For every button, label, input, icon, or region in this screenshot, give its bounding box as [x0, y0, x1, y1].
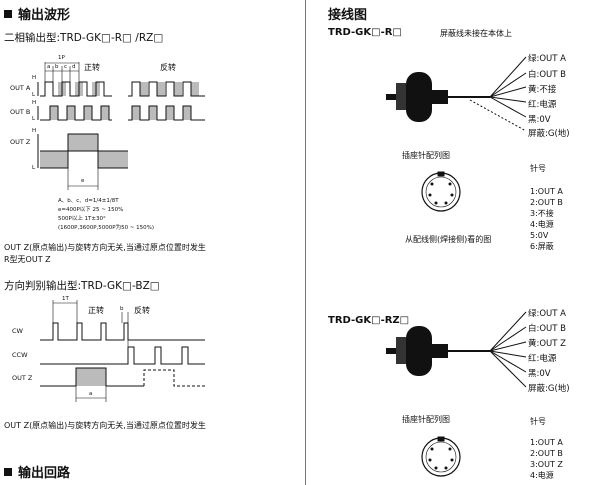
forward-label: 正转	[84, 63, 100, 72]
section-title-output-waveform: 输出波形	[4, 4, 70, 23]
square-bullet-icon	[4, 10, 12, 18]
l-label-a: L	[32, 92, 36, 98]
encoder-body-rz-icon	[386, 311, 527, 388]
abcd-a: a	[47, 64, 51, 70]
pin-r-6: 6:屏蔽	[530, 242, 554, 251]
wire-rz-1: 绿:OUT A	[528, 309, 566, 319]
dir-reverse-label: 反转	[134, 306, 150, 315]
wire-r-4: 红:电源	[528, 100, 557, 110]
abcd-b: b	[55, 64, 59, 70]
direction-heading: 方向判别输出型:TRD-GK□-BZ□	[4, 280, 160, 292]
b-label: b	[120, 306, 124, 312]
note-line-3: 500P以上 1T±30°	[58, 216, 106, 222]
pin-rz-list: 1:OUT A 2:OUT B 3:OUT Z 4:电源	[530, 437, 563, 481]
channel-out-a: OUT A	[10, 84, 31, 92]
channel-out-z-dir: OUT Z	[12, 374, 33, 382]
wire-r-6: 屏蔽:G(地)	[528, 129, 570, 139]
socket-rz-title: 插座针配列图	[402, 415, 450, 424]
two-phase-waveform-diagram	[37, 62, 205, 190]
wire-r-1: 绿:OUT A	[528, 54, 566, 64]
encoder-body-r-icon	[386, 56, 527, 132]
abcd-d: d	[72, 64, 76, 70]
dir-forward-label: 正转	[88, 306, 104, 315]
h-label-a: H	[32, 75, 37, 81]
a-label: a	[89, 391, 93, 397]
shield-note: 屏蔽线未接在本体上	[440, 29, 512, 38]
pin-rz-2: 2:OUT B	[530, 449, 563, 458]
socket-r-icon	[421, 171, 461, 212]
wire-rz-2: 白:OUT B	[528, 324, 567, 334]
wire-r-3: 黄:不接	[528, 85, 557, 95]
channel-out-z: OUT Z	[10, 138, 31, 146]
e-label: e	[81, 178, 85, 184]
channel-ccw: CCW	[12, 351, 28, 359]
note-line-2: e=400P以下 25 ~ 150%	[58, 207, 124, 213]
pin-r-title: 针号	[530, 164, 546, 173]
wire-rz-6: 屏蔽:G(地)	[528, 384, 570, 394]
wire-rz-3: 黄:OUT Z	[528, 339, 566, 349]
h-label-z: H	[32, 128, 37, 134]
view-note: 从配线侧(焊接侧)看的图	[405, 235, 492, 244]
note-line-4: (1600P,3600P,5000P为50 ~ 150%)	[58, 225, 155, 231]
h-label-b: H	[32, 100, 37, 106]
l-label-b: L	[32, 116, 36, 122]
channel-out-b: OUT B	[10, 108, 31, 116]
column-divider	[305, 0, 306, 485]
section-title-output-circuit: 输出回路	[4, 462, 70, 481]
pin-rz-4: 4:电源	[530, 471, 554, 480]
section-title-wiring: 接线图	[328, 8, 368, 23]
l-label-z: L	[32, 165, 36, 171]
two-phase-z-desc: OUT Z(原点输出)与旋转方向无关,当通过原点位置时发生	[4, 243, 206, 252]
model-r-heading: TRD-GK□-R□	[328, 27, 402, 38]
period-1p-label: 1P	[58, 55, 65, 61]
period-1t-label: 1T	[62, 296, 69, 302]
two-phase-r-note: R型无OUT Z	[4, 255, 51, 264]
pin-rz-1: 1:OUT A	[530, 438, 563, 447]
wire-r-2: 白:OUT B	[528, 70, 567, 80]
square-bullet-icon	[4, 468, 12, 476]
model-rz-heading: TRD-GK□-RZ□	[328, 315, 410, 326]
abcd-c: c	[64, 64, 68, 70]
reverse-label: 反转	[160, 63, 176, 72]
pin-rz-title: 针号	[530, 417, 546, 426]
pin-r-5: 5:0V	[530, 231, 549, 240]
direction-z-desc: OUT Z(原点输出)与旋转方向无关,当通过原点位置时发生	[4, 421, 206, 430]
pin-r-2: 2:OUT B	[530, 198, 563, 207]
two-phase-heading: 二相输出型:TRD-GK□-R□ /RZ□	[4, 32, 164, 44]
wire-r-5: 黑:0V	[528, 115, 551, 125]
wire-rz-5: 黑:0V	[528, 369, 551, 379]
pin-r-1: 1:OUT A	[530, 187, 563, 196]
note-line-1: A、b、c、d=1/4±1/8T	[58, 198, 119, 204]
pin-r-list: 1:OUT A 2:OUT B 3:不接 4:电源 5:0V 6:屏蔽	[530, 186, 563, 252]
channel-cw: CW	[12, 327, 23, 335]
pin-rz-3: 3:OUT Z	[530, 460, 563, 469]
socket-r-title: 插座针配列图	[402, 151, 450, 160]
socket-rz-icon	[421, 436, 461, 477]
wire-rz-4: 红:电源	[528, 354, 557, 364]
pin-r-4: 4:电源	[530, 220, 554, 229]
direction-waveform-diagram	[40, 300, 205, 402]
pin-r-3: 3:不接	[530, 209, 554, 218]
